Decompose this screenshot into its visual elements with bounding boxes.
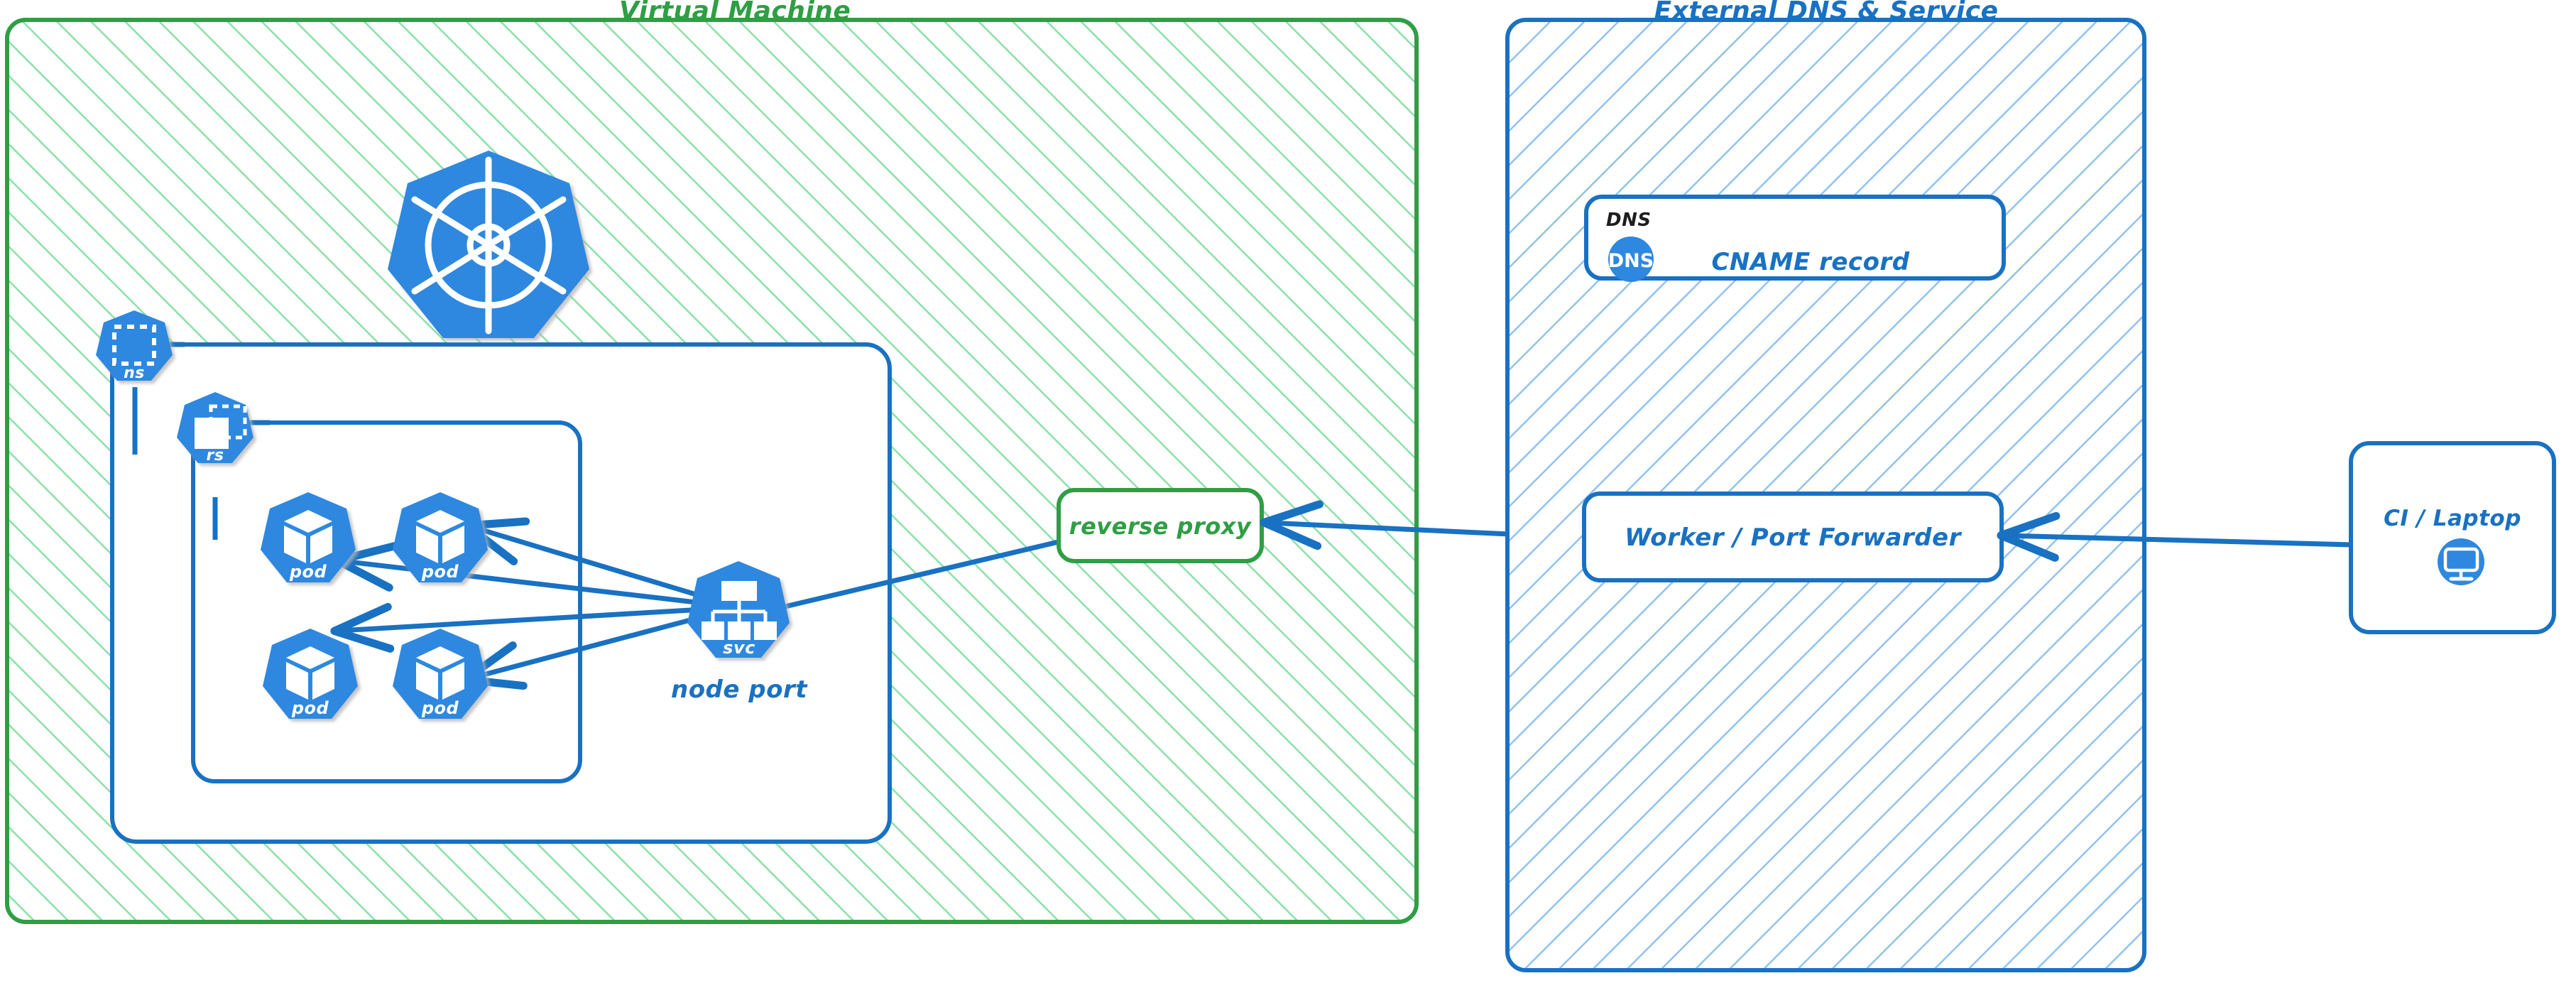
kubernetes-logo — [388, 151, 589, 338]
ci-laptop-label: CI / Laptop — [2384, 506, 2521, 531]
dns-card-frame[interactable] — [1584, 195, 2006, 281]
reverse-proxy-label: reverse proxy — [1069, 513, 1252, 540]
replicaset-icon — [195, 404, 247, 449]
replicaset-badge-label: rs — [207, 447, 224, 465]
dns-card-title: CNAME record — [1711, 248, 1909, 276]
node-port-caption: node port — [671, 675, 808, 704]
pod-4: pod — [393, 629, 488, 719]
dns-panel: External DNS & Service — [1505, 0, 2146, 972]
dns-group-label: DNS — [1606, 210, 1652, 231]
dns-badge-label: DNS — [1608, 250, 1654, 272]
dns-panel-title: External DNS & Service — [1654, 0, 1998, 26]
pod-label: pod — [291, 698, 329, 718]
dns-card[interactable]: DNS DNS CNAME record — [1584, 195, 2006, 282]
replicaset-badge: rs — [177, 392, 270, 540]
arrow-ci-laptop-to-worker — [1997, 511, 2352, 562]
pod-1: pod — [261, 492, 356, 582]
ci-laptop-card[interactable]: CI / Laptop — [2349, 441, 2556, 634]
monitor-icon — [2438, 538, 2484, 585]
vm-panel-title: Virtual Machine — [619, 0, 851, 26]
pod-label: pod — [421, 562, 459, 582]
namespace-icon — [112, 325, 156, 366]
namespace-badge: ns — [96, 310, 185, 455]
service-node: svc node port — [671, 561, 808, 704]
pod-label: pod — [289, 562, 327, 582]
dns-circle-icon — [1608, 237, 1654, 282]
arrow-service-to-pod-3 — [330, 602, 739, 653]
pod-cube-icon — [416, 510, 464, 563]
service-badge-label: svc — [723, 638, 755, 658]
pod-cube-icon — [284, 510, 332, 563]
namespace-badge-label: ns — [124, 364, 145, 382]
pod-label: pod — [421, 698, 459, 718]
replicaset-container — [191, 420, 582, 783]
worker-card-label: Worker / Port Forwarder — [1625, 523, 1962, 552]
pod-2: pod — [393, 492, 488, 582]
pod-cube-icon — [286, 646, 334, 700]
reverse-proxy-box[interactable]: reverse proxy — [1057, 488, 1264, 563]
worker-card[interactable]: Worker / Port Forwarder — [1582, 492, 2004, 582]
ci-laptop-frame[interactable] — [2349, 441, 2556, 634]
pod-3: pod — [263, 629, 358, 719]
pod-cube-icon — [416, 646, 464, 700]
service-tree-icon — [702, 581, 777, 640]
